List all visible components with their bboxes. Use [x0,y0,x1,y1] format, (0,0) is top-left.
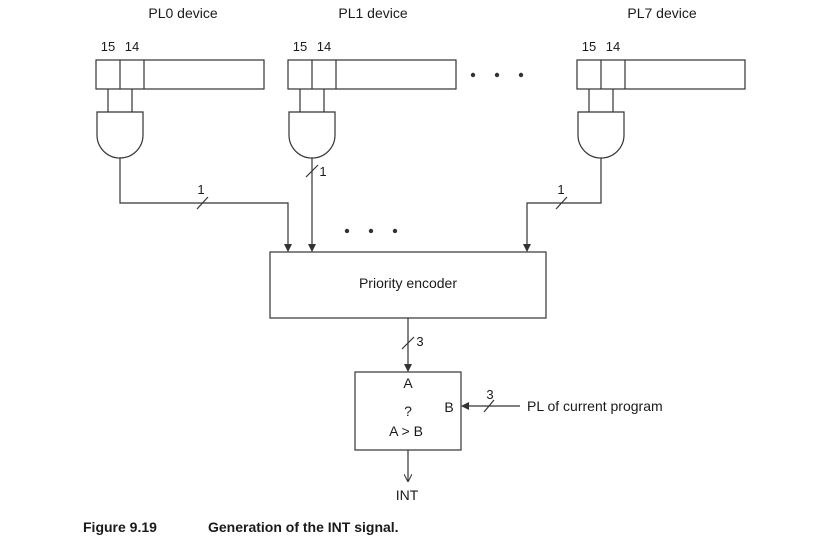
current-pl-width: 3 [486,387,493,402]
pl7-bit14-label: 14 [606,39,620,54]
figure-number: Figure 9.19 [83,519,157,535]
pl1-and-gate [288,89,336,159]
pl0-and-gate [96,89,144,159]
input-ellipsis [344,228,398,234]
comparator-question: ? [404,403,412,419]
pl0-device-label: PL0 device [148,5,217,21]
encoder-output-line [401,318,415,372]
device-ellipsis [470,72,524,78]
pl1-bit14-label: 14 [317,39,331,54]
pl1-bit15-label: 15 [293,39,307,54]
comparator-input-a: A [403,375,413,391]
pl0-bus-width: 1 [197,182,204,197]
comparator-expression: A > B [389,423,423,439]
pl0-status-register [95,59,265,90]
int-output-label: INT [396,487,419,503]
pl7-bus-width: 1 [557,182,564,197]
pl1-bus-width: 1 [319,164,326,179]
priority-encoder-label: Priority encoder [359,275,457,291]
pl1-status-register [287,59,457,90]
comparator-input-b: B [444,399,453,415]
figure-caption: Generation of the INT signal. [208,519,399,535]
pl7-status-register [576,59,746,90]
pl1-device-label: PL1 device [338,5,407,21]
current-pl-input-line [461,399,520,413]
current-pl-label: PL of current program [527,398,663,414]
pl7-device-label: PL7 device [627,5,696,21]
pl0-bit14-label: 14 [125,39,139,54]
encoder-output-width: 3 [416,334,423,349]
pl7-and-gate [577,89,625,159]
pl7-signal-line [523,158,602,252]
priority-encoder-box [269,251,547,319]
pl0-signal-line [119,158,292,252]
pl7-bit15-label: 15 [582,39,596,54]
pl1-signal-line [305,158,319,252]
pl0-bit15-label: 15 [101,39,115,54]
